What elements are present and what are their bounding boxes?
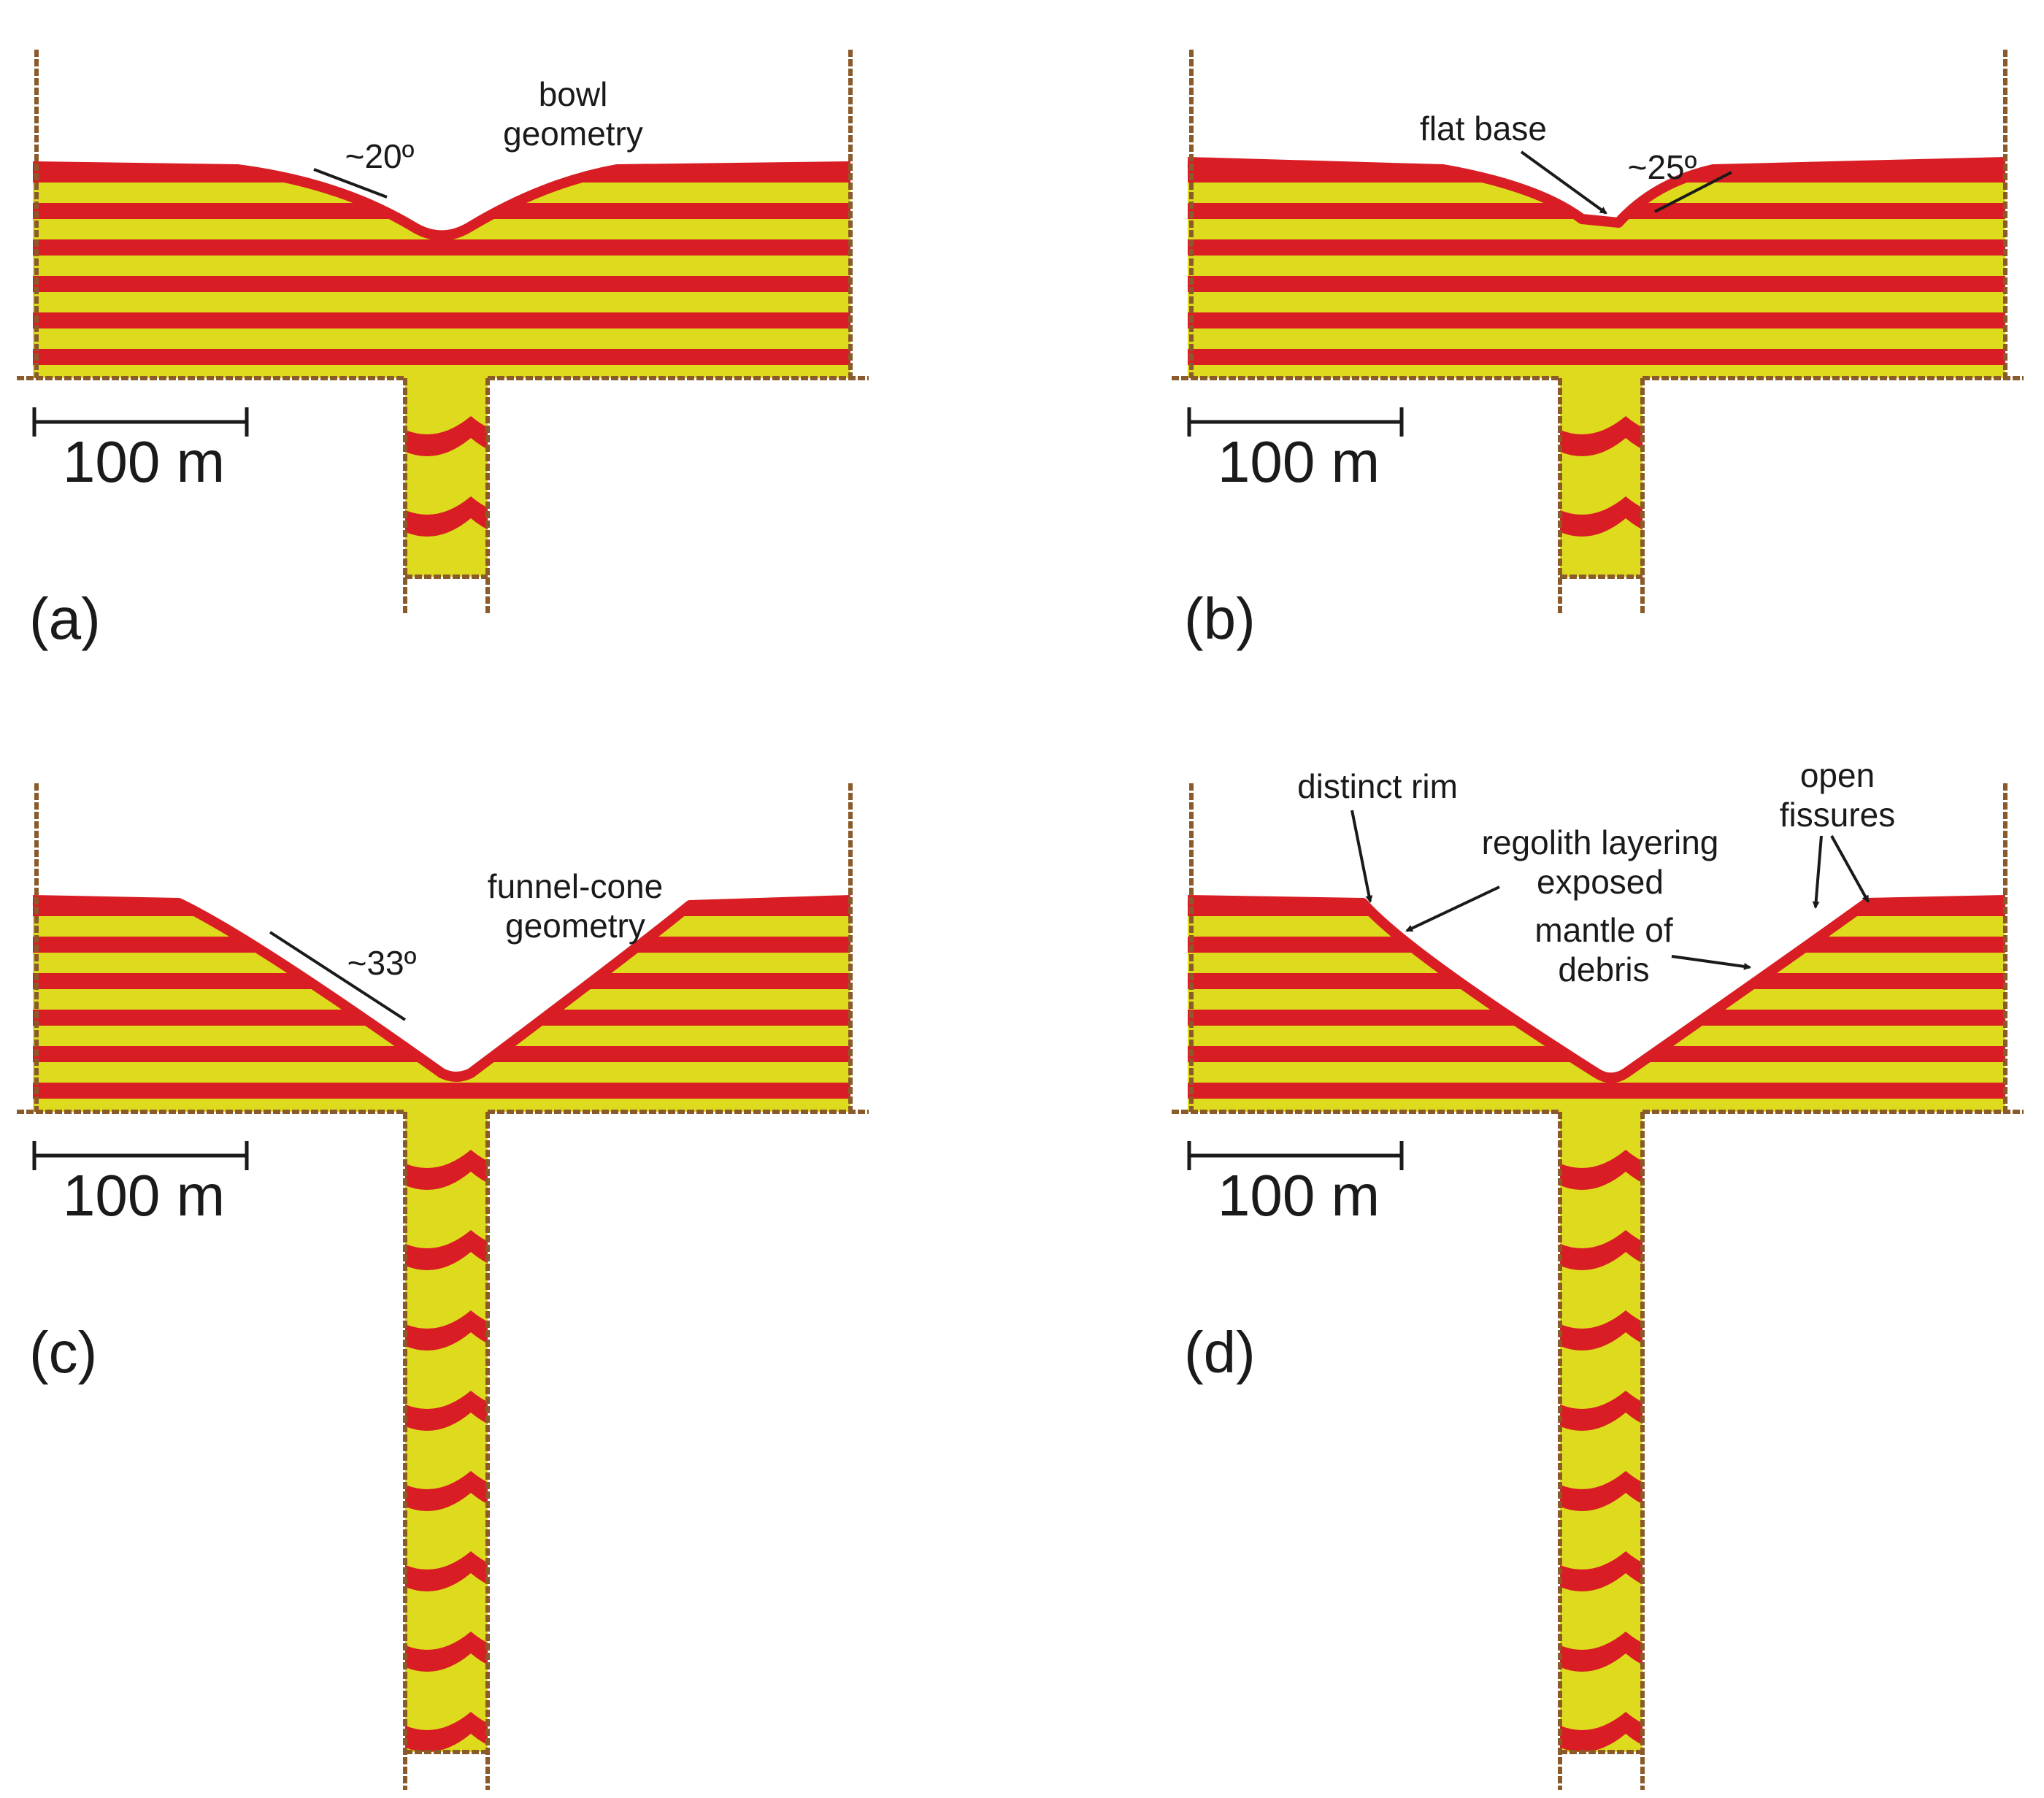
annotation-line: ~20º [345,137,415,175]
surface-crust [32,161,851,241]
regolith-layers [33,166,850,378]
annotation: ~20º [313,137,415,199]
svg-text:~33º: ~33º [347,944,417,982]
panel-label: (b) [1184,586,1256,651]
annotation-line: geometry [503,115,643,153]
annotation-line: flat base [1420,110,1547,147]
panel-b: 100 m (b) flat base ~25º [1172,50,2024,651]
slope-line [1654,171,1732,213]
annotation-line: debris [1558,950,1649,988]
surface-crust [1187,895,2006,1083]
annotation-line: mantle of [1534,911,1672,949]
svg-text:distinct rim: distinct rim [1297,767,1458,805]
surface-crust [32,895,851,1082]
annotation-line: distinct rim [1297,767,1458,805]
annotation-line: regolith layering [1482,823,1719,861]
panel-label: (a) [29,586,101,651]
annotation-line: open [1800,756,1875,794]
annotation-line: fissures [1780,796,1895,834]
scale-bar-label: 100 m [1218,429,1380,494]
chute-fill [405,1112,488,1752]
scale-bar: 100 m [32,1141,249,1228]
annotation: flat base [1420,110,1607,215]
scale-bar-label: 100 m [63,429,225,494]
scale-bar-label: 100 m [1218,1163,1380,1228]
annotation-line: geometry [505,907,645,945]
arrow [1350,810,1373,903]
panel-label: (d) [1184,1320,1256,1385]
slope-line [313,168,388,199]
surface-crust [1187,157,2006,228]
arrow [1671,955,1751,970]
annotation-line: ~25º [1628,148,1697,186]
regolith-layers [1188,162,2005,378]
annotation: ~25º [1628,148,1732,213]
svg-text:~20º: ~20º [345,137,415,175]
annotation-line: exposed [1537,863,1664,901]
arrow [1405,885,1500,932]
chute-fill [1560,378,1642,577]
svg-text:flat base: flat base [1420,110,1547,147]
scale-bar: 100 m [1187,1141,1404,1228]
chute-fill [1560,1112,1642,1752]
scale-bar: 100 m [1187,407,1404,494]
panel-label: (c) [29,1320,97,1385]
scale-bar-label: 100 m [63,1163,225,1228]
annotation-line: ~33º [347,944,417,982]
annotation-line: funnel-cone [488,867,663,905]
annotation: distinct rim [1297,767,1458,903]
chute-fill [405,378,488,577]
arrow [1830,835,1870,903]
scale-bar: 100 m [32,407,249,494]
slope-line [269,931,407,1021]
annotation-line: bowl [539,75,608,113]
arrow [1520,150,1607,215]
annotation: ~33º [269,931,417,1021]
arrow [1812,835,1823,909]
svg-text:~25º: ~25º [1628,148,1697,186]
